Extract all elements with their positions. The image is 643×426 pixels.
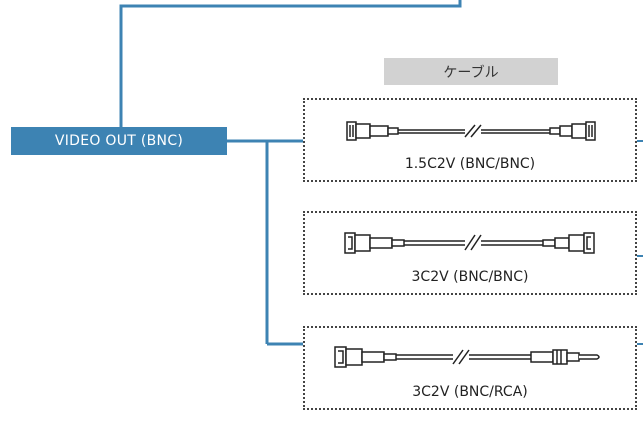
cable-option-1: 1.5C2V (BNC/BNC) bbox=[303, 98, 637, 182]
cable-header: ケーブル bbox=[384, 58, 558, 85]
top-link-line bbox=[119, 0, 462, 127]
cable-label-2: 3C2V (BNC/BNC) bbox=[411, 269, 529, 285]
bnc-bnc-cable-icon bbox=[346, 121, 596, 141]
bnc-rca-cable-icon bbox=[334, 346, 600, 368]
bnc-bnc-cable-icon bbox=[344, 232, 595, 254]
cable-option-3: 3C2V (BNC/RCA) bbox=[303, 326, 637, 410]
video-out-label: VIDEO OUT (BNC) bbox=[11, 127, 227, 155]
cable-option-2: 3C2V (BNC/BNC) bbox=[303, 211, 637, 295]
cable-label-1: 1.5C2V (BNC/BNC) bbox=[404, 156, 536, 172]
cable-label-3: 3C2V (BNC/RCA) bbox=[412, 384, 528, 400]
